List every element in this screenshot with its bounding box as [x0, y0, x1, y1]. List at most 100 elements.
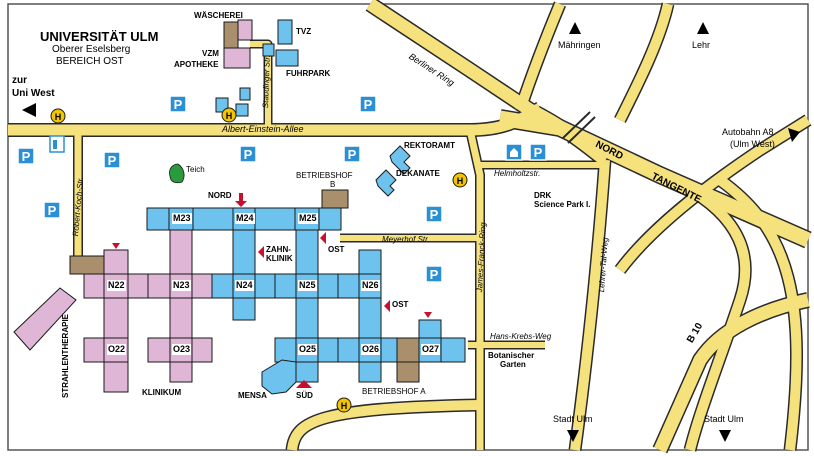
direction-maehringen: Mähringen	[558, 40, 601, 50]
vzm-building	[223, 21, 239, 49]
svg-text:H: H	[55, 112, 62, 122]
svg-text:P: P	[364, 97, 373, 112]
entrance-sued-label: SÜD	[296, 391, 313, 400]
direction-stadt-ulm-1: Stadt Ulm	[553, 414, 593, 424]
street-helmholtz: Helmholtzstr.	[494, 169, 541, 178]
svg-text:P: P	[430, 267, 439, 282]
svg-text:P: P	[534, 145, 543, 160]
dekanate-building	[375, 169, 397, 197]
label-science-park: Science Park I.	[534, 200, 591, 209]
bus-stop-icon: H	[336, 397, 352, 413]
direction-a8: Autobahn A8	[722, 127, 774, 137]
teich-pond	[169, 163, 185, 184]
betriebshof-b-building	[321, 189, 349, 209]
direction-lehr: Lehr	[692, 40, 711, 50]
map-title: UNIVERSITÄT ULM	[40, 29, 159, 44]
park-and-ride-icon	[505, 143, 523, 161]
label-waescherei: WÄSCHEREI	[194, 11, 243, 20]
mensa-building	[261, 359, 297, 395]
map-subtitle: Oberer Eselsberg	[52, 44, 131, 55]
direction-uni-west-line2: Uni West	[12, 88, 55, 99]
parking-signs: P P P P P P P P P P	[17, 95, 547, 283]
entrance-arrows	[112, 193, 432, 388]
arrow-to-lehr	[697, 22, 709, 34]
entrance-ost-label: OST	[328, 245, 345, 254]
label-betriebshof-b-letter: B	[330, 180, 336, 189]
arrow-o27	[424, 312, 432, 318]
label-vzm: VZM	[202, 49, 219, 58]
direction-arrows	[22, 22, 800, 442]
label-drk: DRK	[534, 191, 552, 200]
label-betriebshof-a: BETRIEBSHOF A	[362, 387, 426, 396]
road-network	[8, 0, 812, 454]
tvz-building	[277, 19, 293, 45]
svg-text:P: P	[22, 149, 31, 164]
arrow-to-stadt-ulm-1	[567, 430, 579, 442]
bus-stop-icon: H	[50, 108, 66, 124]
waescherei-building	[237, 19, 253, 41]
label-dekanate: DEKANATE	[396, 169, 440, 178]
bus-stop-icon: H	[221, 107, 237, 123]
rektoramt-building	[389, 145, 411, 175]
svg-text:P: P	[244, 147, 253, 162]
parking-icon: P	[425, 205, 443, 223]
map-area: BEREICH OST	[56, 56, 124, 67]
entrance-nord-label: NORD	[208, 191, 232, 200]
arrow-ost-1	[320, 232, 326, 244]
arrow-nord	[235, 193, 247, 207]
building-o26: O26	[361, 344, 381, 355]
parking-icon: P	[425, 265, 443, 283]
apotheke-building	[223, 47, 251, 69]
accessible-parking-icon	[49, 135, 65, 153]
svg-text:P: P	[174, 97, 183, 112]
bus-stops: H H H H	[50, 107, 468, 413]
label-tvz: TVZ	[296, 27, 312, 36]
street-hans-krebs-weg: Hans-Krebs-Weg	[490, 332, 552, 341]
parking-icon: P	[359, 95, 377, 113]
fuhrpark-building	[275, 49, 299, 67]
building-m23: M23	[172, 213, 192, 224]
building-o25: O25	[298, 344, 318, 355]
direction-a8-ulm-west: (Ulm West)	[730, 139, 775, 149]
parking-icon: P	[169, 95, 187, 113]
direction-uni-west-line1: zur	[12, 75, 27, 86]
svg-text:P: P	[430, 207, 439, 222]
street-meyerhof: Meyerhof Str.	[382, 235, 430, 244]
building-o23: O23	[172, 344, 192, 355]
building-o27: O27	[421, 344, 441, 355]
arrow-ost-2	[384, 300, 390, 312]
parking-icon: P	[239, 145, 257, 163]
label-strahlentherapie: STRAHLENTHERAPIE	[61, 313, 70, 398]
nord-tangente-bridge	[562, 111, 591, 139]
label-mensa: MENSA	[238, 391, 267, 400]
direction-stadt-ulm-2: Stadt Ulm	[704, 414, 744, 424]
arrow-to-stadt-ulm-2	[719, 430, 731, 442]
parking-icon: P	[529, 143, 547, 161]
label-betriebshof-b: BETRIEBSHOF	[296, 171, 353, 180]
label-klinikum: KLINIKUM	[142, 388, 182, 397]
parking-icon: P	[103, 151, 121, 169]
strahlentherapie-building	[13, 287, 77, 351]
small-building-1	[215, 97, 229, 113]
building-n23: N23	[172, 280, 191, 291]
parking-icon: P	[343, 145, 361, 163]
building-n25: N25	[298, 280, 317, 291]
parking-icon: P	[17, 147, 35, 165]
label-zahnklinik-2: KLINIK	[266, 254, 293, 263]
small-building-3	[235, 103, 249, 117]
label-apotheke: APOTHEKE	[174, 60, 219, 69]
north-buildings	[215, 19, 299, 117]
svg-text:P: P	[348, 147, 357, 162]
label-fuhrpark: FUHRPARK	[286, 69, 331, 78]
building-m25: M25	[298, 213, 318, 224]
building-n22: N22	[107, 280, 126, 291]
parking-icon: P	[43, 201, 61, 219]
small-building-2	[239, 87, 251, 101]
entrance-ost-label: OST	[392, 300, 409, 309]
admin-buildings	[375, 145, 411, 197]
label-rektoramt: REKTORAMT	[404, 141, 455, 150]
label-teich: Teich	[186, 165, 205, 174]
building-n24: N24	[235, 280, 254, 291]
building-o22: O22	[107, 344, 127, 355]
arrow-n22	[112, 243, 120, 249]
